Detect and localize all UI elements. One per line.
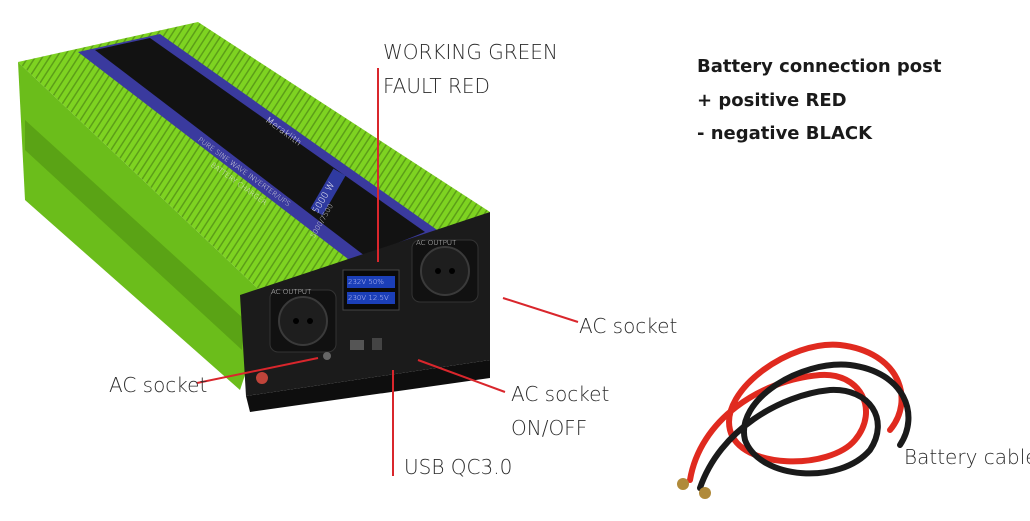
battery-cable-image xyxy=(677,341,912,499)
power-switch xyxy=(372,338,382,350)
callout-battery-post-negative: - negative BLACK xyxy=(697,123,873,144)
callout-battery-post-title: Battery connection post xyxy=(697,56,942,77)
callout-ac-socket-left: AC socket xyxy=(109,373,208,397)
battery-post xyxy=(256,372,268,384)
callout-battery-post-positive: + positive RED xyxy=(697,90,847,111)
inverter-unit xyxy=(18,22,490,412)
callout-led-working: WORKING GREEN xyxy=(383,40,558,64)
callout-ac-socket-right: AC socket xyxy=(579,314,678,338)
usb-port xyxy=(350,340,364,350)
display-row-2: 230V 12.5V xyxy=(348,294,389,302)
outlet-left-label: AC OUTPUT xyxy=(271,288,312,296)
callout-battery-cable: Battery cable xyxy=(904,445,1030,469)
callout-led-fault: FAULT RED xyxy=(383,74,490,98)
display-row-1: 232V 50% xyxy=(348,278,384,286)
callout-usb: USB QC3.0 xyxy=(404,455,513,479)
callout-lines xyxy=(196,68,579,476)
outlet-right-label: AC OUTPUT xyxy=(416,239,457,247)
led-indicator xyxy=(323,352,331,360)
callout-on-off: ON/OFF xyxy=(511,416,588,440)
callout-ac-socket-switch: AC socket xyxy=(511,382,610,406)
